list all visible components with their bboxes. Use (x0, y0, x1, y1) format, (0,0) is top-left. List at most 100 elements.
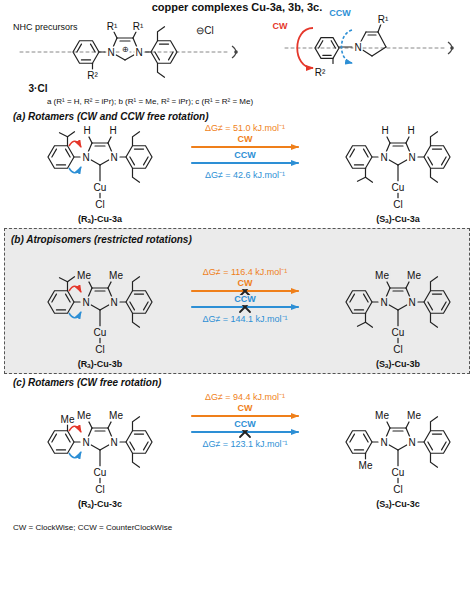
bond-line (92, 142, 108, 143)
bond-line (126, 291, 152, 314)
text-label: N (106, 47, 115, 58)
text-label: (Rₐ)-Cu-3b (77, 360, 123, 370)
bond-line (99, 193, 100, 198)
bond-line (73, 41, 99, 64)
bond-line (151, 41, 177, 64)
rotation-arrow (69, 141, 81, 147)
text-label: Me (60, 414, 76, 425)
bond-line (424, 146, 450, 169)
bond-line (108, 137, 111, 143)
text-label: N (407, 152, 416, 163)
text-label: N (407, 437, 416, 448)
text-label: CCW (233, 295, 257, 305)
rotation-arrow (342, 30, 353, 63)
text-label: Me (358, 460, 374, 471)
text-label: CW (237, 404, 254, 414)
bond-line (358, 322, 366, 326)
panel-ground (4, 228, 470, 374)
bond-line (117, 37, 133, 38)
bond-line (397, 338, 398, 343)
bond-line (346, 146, 372, 169)
text-label: Cl (94, 484, 105, 495)
bond-line (406, 422, 409, 428)
bond-line (431, 313, 438, 327)
bond-line (89, 422, 92, 428)
bond-line (48, 146, 74, 169)
bond-line (387, 422, 390, 428)
text-label: Cu (93, 182, 108, 193)
bond-line (390, 427, 406, 428)
bond-line (386, 288, 390, 296)
bond-line (67, 425, 68, 431)
bond-line (91, 44, 96, 52)
bond-line (77, 44, 82, 52)
bond-line (431, 277, 438, 291)
text-label: 3·Cl (28, 83, 49, 94)
bond-line (372, 301, 378, 302)
text-label: N (81, 437, 90, 448)
bond-line (350, 434, 355, 442)
bond-line (354, 309, 363, 310)
bond-line (66, 149, 71, 157)
bond-line (108, 282, 111, 288)
bond-line (68, 132, 75, 137)
bond-line (133, 277, 140, 291)
bond-line (74, 441, 80, 442)
text-label: ΔG≠ = 116.4 kJ.mol⁻¹ (202, 268, 289, 278)
rotation-arrow (69, 167, 81, 173)
bond-line (108, 428, 112, 436)
bond-line (66, 434, 71, 442)
bond-line (145, 51, 151, 52)
text-label: N (134, 47, 143, 58)
bond-line (364, 149, 369, 157)
bond-line (52, 149, 57, 157)
bond-line (366, 31, 378, 32)
text-label: Cu (391, 467, 406, 478)
text-label: CW (237, 135, 254, 145)
bond-line (52, 434, 57, 442)
text-label: N (379, 297, 388, 308)
panel-heading: (b) Atropisomers (restricted rotations) (5, 231, 198, 248)
rotation-arrow (69, 312, 81, 318)
text-label: N (353, 42, 362, 53)
bond-line (100, 445, 109, 450)
text-label: NHC precursors (12, 23, 79, 33)
bond-line (428, 442, 433, 450)
text-label: R² (86, 70, 99, 81)
bond-line (432, 434, 441, 435)
bond-line (398, 160, 407, 165)
bond-line (56, 309, 65, 310)
bond-line (68, 277, 75, 282)
bond-line (116, 55, 125, 60)
bond-line (442, 157, 447, 165)
bond-line (389, 160, 398, 165)
text-label: CCW (233, 420, 257, 430)
bond-line (424, 291, 450, 314)
bond-line (387, 137, 390, 143)
bond-line (406, 428, 410, 436)
text-label: N (81, 152, 90, 163)
bond-line (144, 302, 149, 310)
bond-line (365, 168, 366, 177)
bond-line (432, 149, 441, 150)
bond-line (393, 430, 403, 431)
bond-line (169, 52, 174, 60)
bond-line (365, 313, 366, 322)
bond-line (428, 302, 433, 310)
text-label: ΔG≠ = 42.6 kJ.mol⁻¹ (204, 171, 286, 181)
bond-line (432, 294, 441, 295)
bond-line (387, 282, 390, 288)
bond-line (315, 38, 339, 59)
bond-line (366, 322, 373, 327)
text-label: H (406, 125, 415, 136)
text-label: a (R¹ = H, R² = iPr); b (R¹ = Me, R² = i… (46, 98, 254, 107)
text-label: copper complexes Cu-3a, 3b, 3c. (151, 1, 324, 13)
bond-line (133, 453, 140, 467)
bond-line (108, 143, 112, 151)
text-label: Cu (391, 182, 406, 193)
bond-line (431, 417, 438, 431)
bond-line (158, 63, 165, 77)
text-label: H (108, 125, 117, 136)
bond-line (323, 55, 331, 56)
bond-line (133, 313, 140, 327)
